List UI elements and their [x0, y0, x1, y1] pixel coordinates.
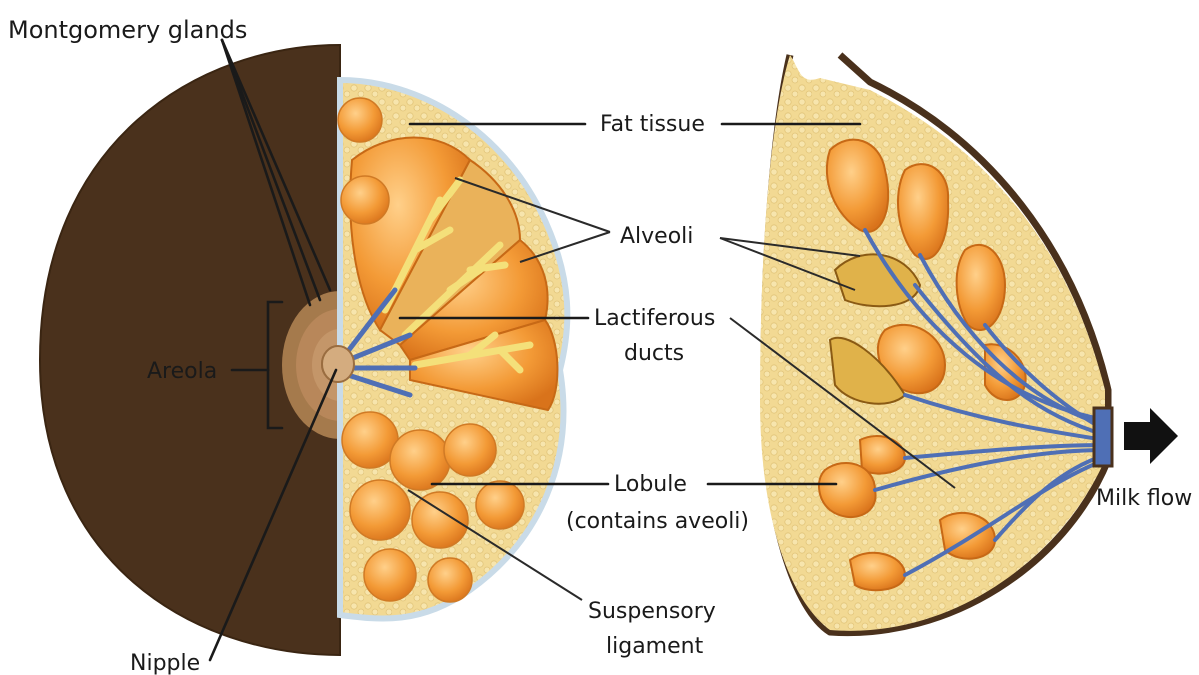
label-lactiferous-2: ducts: [624, 341, 684, 366]
side-profile-view: [740, 40, 1178, 650]
label-areola: Areola: [147, 359, 217, 384]
label-montgomery-glands: Montgomery glands: [8, 16, 247, 44]
label-fat-tissue: Fat tissue: [600, 112, 705, 137]
label-suspensory-2: ligament: [606, 634, 704, 659]
label-lactiferous-1: Lactiferous: [594, 306, 715, 331]
label-milk-flow: Milk flow: [1096, 486, 1192, 511]
cutaway-breast-view: [322, 80, 567, 619]
label-nipple: Nipple: [130, 651, 200, 675]
label-lobule-2: (contains aveoli): [566, 509, 749, 534]
milk-flow-arrow: [1124, 408, 1178, 464]
label-alveoli: Alveoli: [620, 224, 693, 249]
label-suspensory-1: Suspensory: [588, 599, 716, 624]
label-lobule-1: Lobule: [614, 472, 687, 497]
profile-nipple: [1094, 408, 1112, 466]
